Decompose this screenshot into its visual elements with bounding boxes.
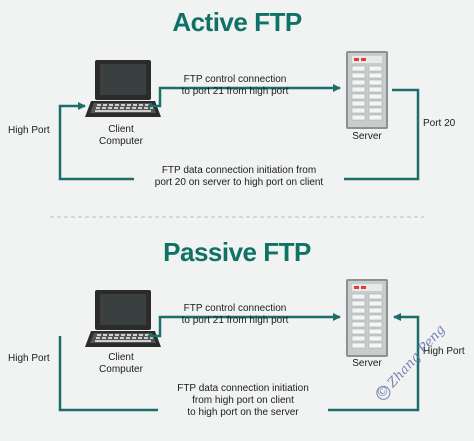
active-server-icon — [345, 50, 389, 130]
passive-data-connection-label: FTP data connection initiation from high… — [158, 383, 328, 419]
passive-client-computer-icon — [85, 290, 161, 347]
active-server-label: Server — [352, 131, 382, 142]
active-data-connection-label: FTP data connection initiation from port… — [134, 165, 344, 189]
active-client-label: Client Computer — [99, 124, 143, 147]
active-control-connection-label: FTP control connection to port 21 from h… — [181, 74, 289, 97]
active-control-connection-arrow — [148, 84, 341, 108]
passive-ftp-title: Passive FTP — [163, 237, 311, 267]
active-client-port-label: High Port — [8, 125, 50, 136]
passive-server-label: Server — [352, 358, 382, 369]
passive-control-connection-arrow — [148, 313, 341, 338]
passive-data-connection-arrow — [58, 313, 420, 412]
active-server-port-label: Port 20 — [423, 118, 456, 129]
passive-server-icon — [345, 278, 389, 358]
active-ftp-title: Active FTP — [172, 7, 302, 37]
active-client-computer-icon — [85, 60, 161, 117]
passive-control-connection-label: FTP control connection to port 21 from h… — [181, 303, 289, 326]
passive-server-port-label: High Port — [423, 346, 465, 357]
passive-client-label: Client Computer — [99, 352, 143, 375]
passive-client-port-label: High Port — [8, 353, 50, 364]
